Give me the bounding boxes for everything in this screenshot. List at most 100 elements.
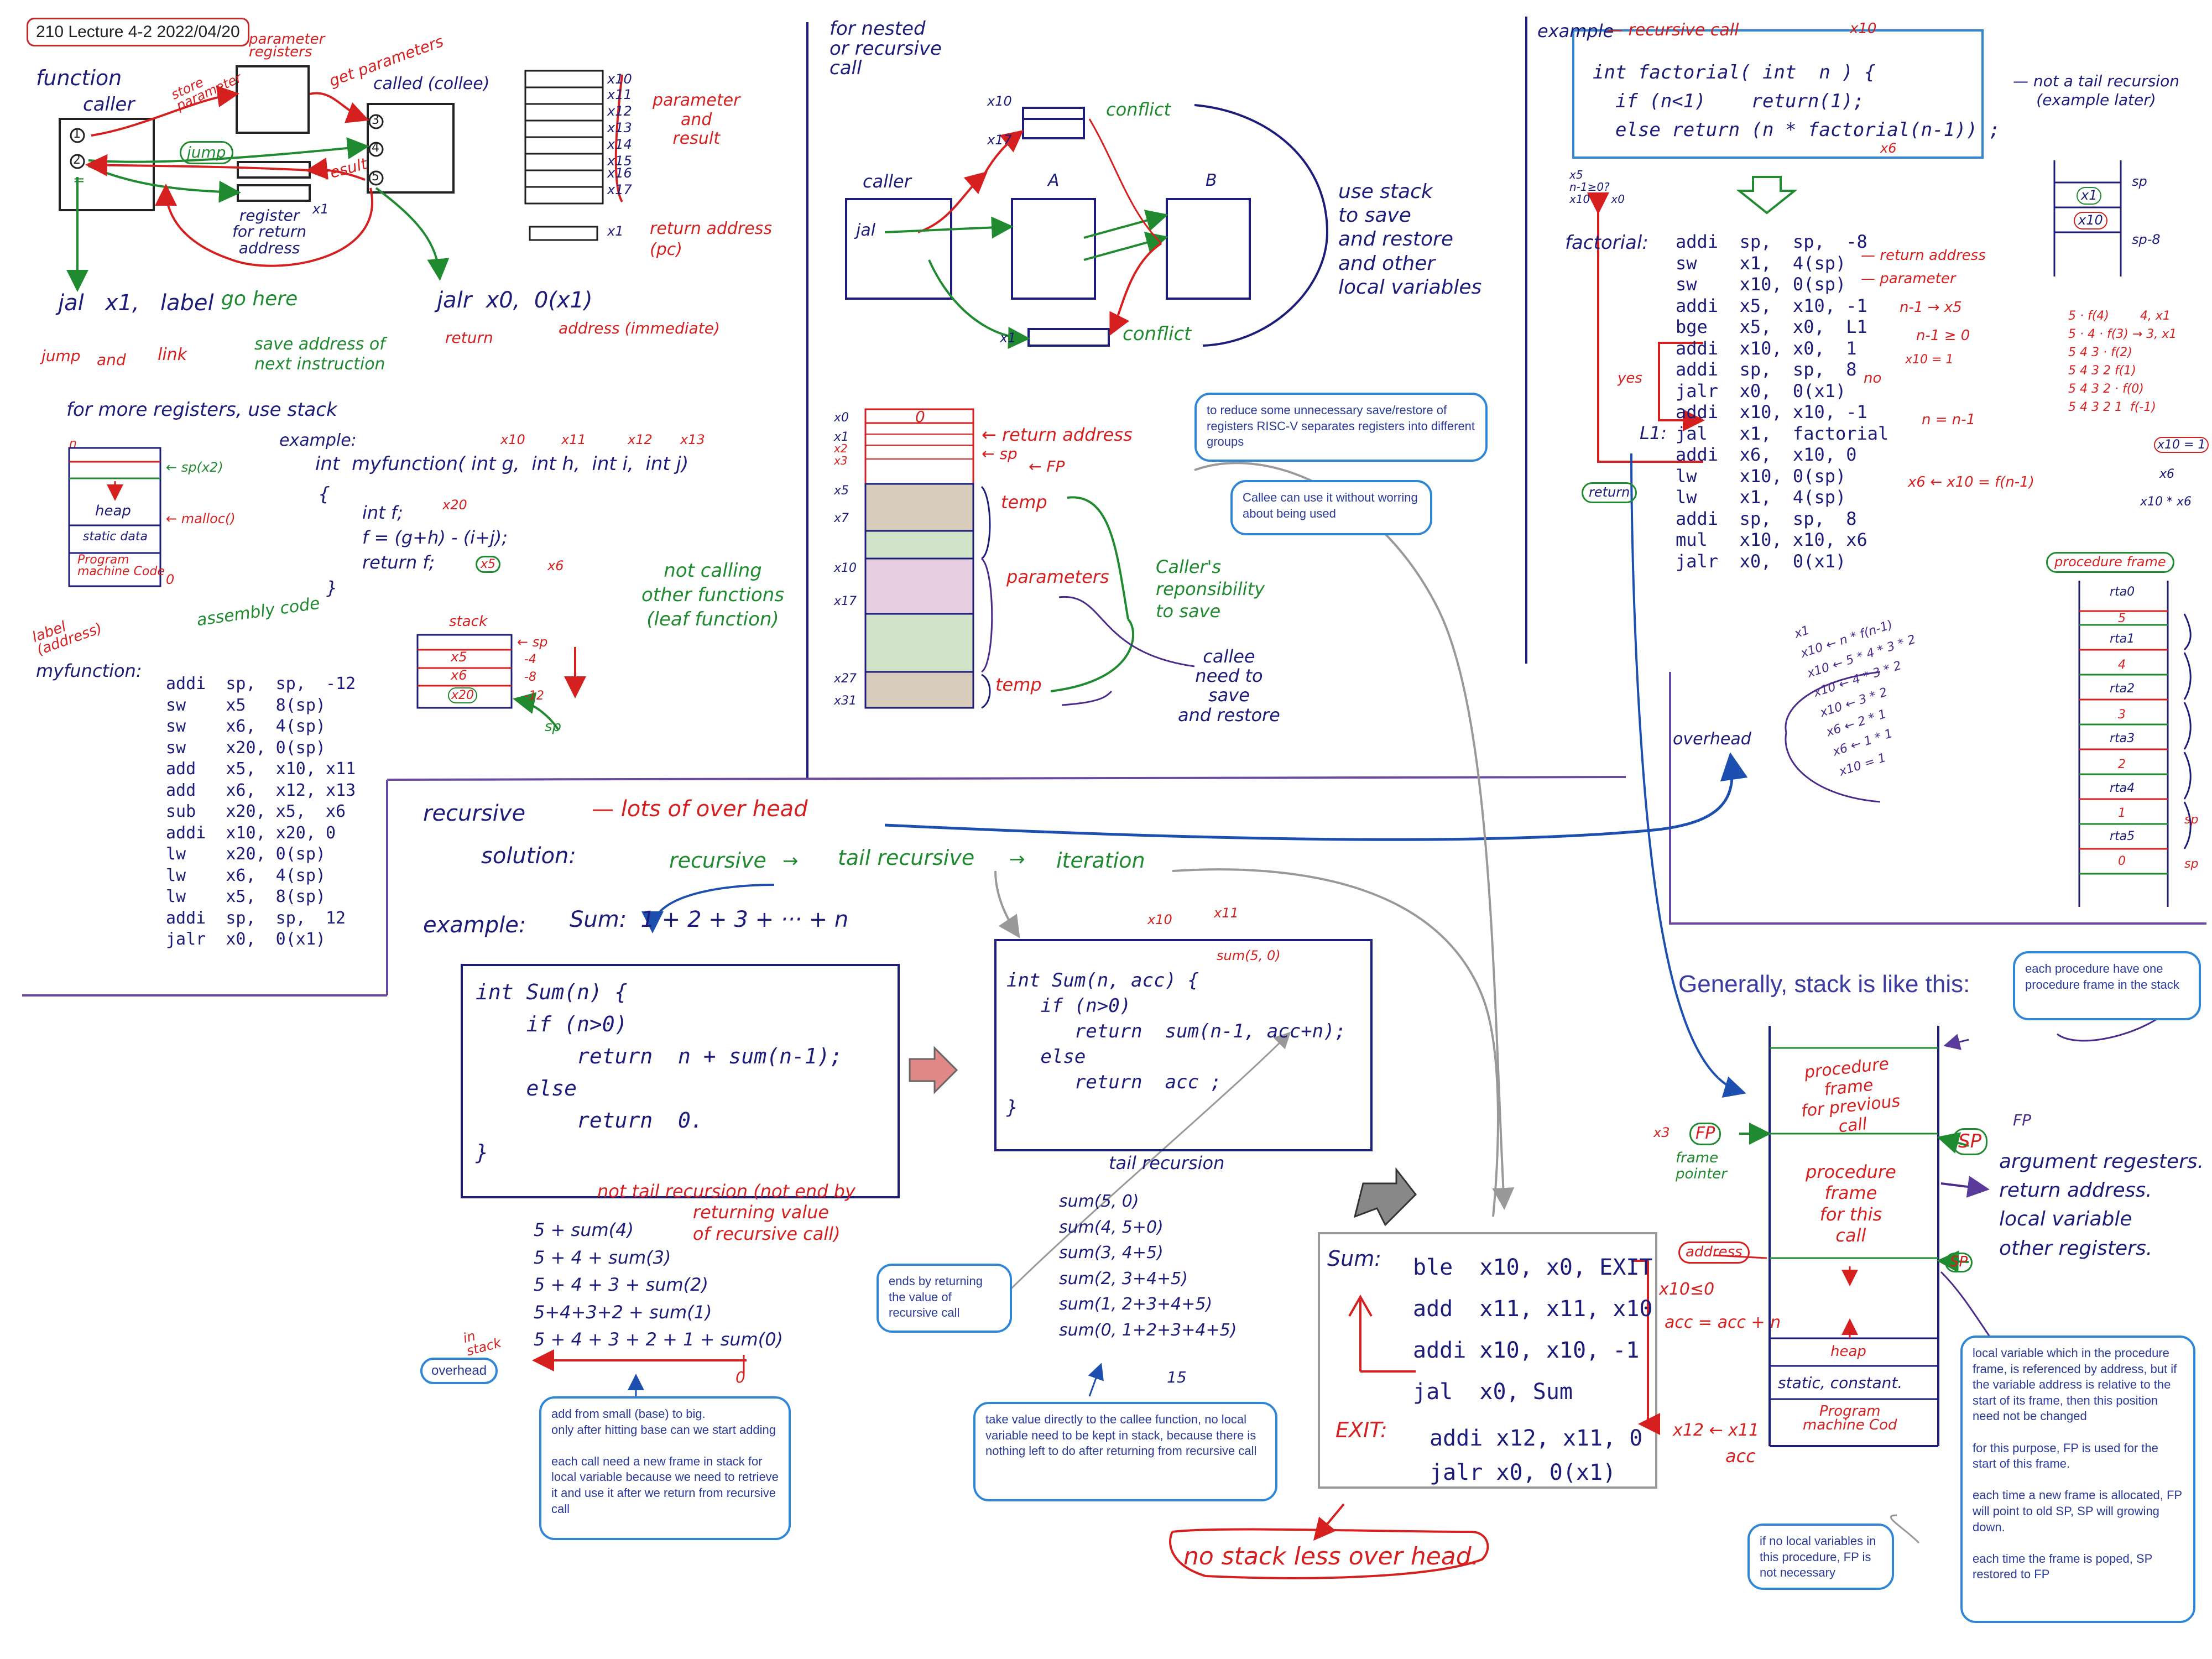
ann-x10-1: x10 = 1	[1905, 353, 1954, 367]
conflict-top: conflict	[1106, 99, 1171, 120]
return-address-pc: return address (pc)	[650, 219, 772, 259]
ann-n-n1: n = n-1	[1922, 411, 1976, 428]
frame-2: 2	[2118, 758, 2126, 771]
solution-iteration: iteration	[1056, 848, 1145, 873]
solution-recursive: recursive	[669, 848, 766, 873]
function-label: function	[36, 66, 122, 90]
small-stack	[416, 634, 513, 709]
stack-offset-sp: ← sp	[517, 634, 548, 650]
nested-x17: x17	[987, 132, 1012, 148]
callee-mark-3: 3	[372, 113, 379, 127]
exit-asm: addi x12, x11, 0 jalr x0, 0(x1)	[1430, 1426, 1643, 1485]
return-marker: return	[1582, 482, 1637, 503]
x6-mark: x6	[547, 558, 564, 573]
reg-x13: x13	[607, 120, 632, 135]
sum-tail-trace: sum(5, 0) sum(4, 5+0) sum(3, 4+5) sum(2,…	[1059, 1192, 1237, 1340]
overhead-badge: overhead	[420, 1358, 498, 1384]
factorial-c-code: int factorial( int n ) { if (n<1) return…	[1593, 61, 2000, 141]
x12-x11: x12 ← x11	[1673, 1421, 1760, 1440]
x10-eq-1-mark: x10 = 1	[2154, 437, 2209, 453]
program-machine-code: Program machine Cod	[1803, 1403, 1897, 1433]
procedure-frame-label: procedure frame	[2046, 552, 2174, 573]
save-address-label: save address of next instruction	[254, 335, 385, 374]
factorial-l1-label: L1:	[1640, 422, 1667, 444]
callee-mark-4: 4	[372, 141, 379, 155]
myfunction-asm: addi sp, sp, -12 sw x5 8(sp) sw x6, 4(sp…	[166, 674, 356, 949]
note-take-value: take value directly to the callee functi…	[973, 1402, 1277, 1501]
frame-rta4: rta4	[2110, 781, 2135, 795]
sum-result-15: 15	[1167, 1368, 1187, 1386]
tail-recursion-label: tail recursion	[1109, 1152, 1225, 1173]
example-sum-label: example:	[423, 912, 526, 938]
stack-reg-x6: x6	[451, 667, 467, 683]
callee-save-note: callee need to save and restore	[1178, 646, 1280, 726]
nested-b-label: B	[1206, 171, 1217, 190]
more-registers-label: for more registers, use stack	[66, 399, 337, 421]
reg-x11: x11	[607, 87, 632, 102]
tail-sum-code-box	[994, 939, 1373, 1151]
x1-label: x1	[312, 201, 329, 217]
solution-arrow-1: →	[782, 850, 799, 872]
stack-reg-x5: x5	[451, 649, 467, 665]
sp-right-label: SP	[1952, 1128, 1988, 1156]
mem-zero: 0	[166, 572, 175, 587]
reg-x17: x17	[607, 182, 632, 197]
regs-x5: x5	[834, 484, 849, 498]
arg-x10: x10	[500, 432, 525, 447]
param-result-label: parameter and result	[653, 91, 740, 148]
recursive-call-label: — recursive call	[1606, 20, 1739, 40]
acc-label: acc	[1725, 1446, 1756, 1467]
caller-mark-3: =	[73, 172, 85, 189]
conflict-bottom: conflict	[1123, 323, 1192, 345]
regs-return-address: ← return address	[982, 424, 1133, 445]
myfunction-signature: int myfunction( int g, int h, int i, int…	[315, 453, 689, 475]
factorial-stack-small	[2053, 160, 2122, 276]
regs-zero-value: 0	[915, 408, 925, 426]
regs-x17: x17	[834, 594, 857, 608]
address-label: address	[1678, 1241, 1750, 1264]
note-local-variable: local variable which in the procedure fr…	[1960, 1335, 2195, 1623]
lecture-title: 210 Lecture 4-2 2022/04/20	[27, 18, 249, 46]
note-callee-use: Callee can use it without worring about …	[1230, 480, 1432, 535]
stack-sp-label: sp	[545, 718, 562, 735]
regs-x7: x7	[834, 512, 849, 525]
stack-offset-12: -12	[524, 689, 544, 703]
nested-call-title: for nested or recursive call	[830, 18, 942, 80]
jump-label: jump	[180, 141, 233, 165]
x1-return-reg: x1	[607, 223, 624, 239]
frame-4: 4	[2118, 658, 2126, 672]
myfunction-asm-label: myfunction:	[36, 660, 142, 681]
regs-parameters: parameters	[1006, 566, 1109, 587]
arg-x12: x12	[628, 432, 653, 447]
yes-label: yes	[1618, 370, 1642, 387]
x10-le-0: x10≤0	[1659, 1280, 1715, 1299]
x5-mark: x5	[476, 556, 501, 573]
regs-x0: x0	[834, 411, 849, 425]
sp-small-label: SP	[1945, 1253, 1973, 1272]
sum-base-zero: 0	[735, 1368, 745, 1386]
heap-label: heap	[95, 503, 131, 519]
sum-tail-code: int Sum(n, acc) { if (n>0) return sum(n-…	[1006, 969, 1347, 1119]
ann-return-address: — return address	[1861, 247, 1986, 264]
factorial-branch-tree: x5 n-1≥0? x10 x0	[1569, 168, 1625, 206]
regs-temp-2: temp	[995, 674, 1042, 695]
caller-box	[59, 118, 155, 211]
regs-x1: x1	[834, 430, 849, 444]
sum-asm: ble x10, x0, EXIT add x11, x11, x10 addi…	[1413, 1255, 1653, 1405]
sum-asm-label: Sum:	[1327, 1246, 1382, 1271]
tail-x11-mark: x11	[1214, 905, 1239, 921]
caller-mark-2: 2	[73, 153, 81, 167]
reg-x15: x15	[607, 153, 632, 169]
callers-responsibility: Caller's reponsibility to save	[1156, 556, 1265, 622]
jalr-instruction: jalr x0, 0(x1)	[437, 288, 593, 313]
not-tail-recursion-label: not tail recursion (not end by returning…	[597, 1181, 855, 1244]
caller-mark-1: 1	[73, 127, 81, 141]
jal-instruction: jal x1, label	[58, 290, 214, 316]
ann-x6-x10: x6 ← x10 = f(n-1)	[1908, 474, 2034, 491]
small-stack-x10: x10	[2074, 212, 2107, 229]
no-label: no	[1864, 370, 1882, 387]
note-each-procedure: each procedure have one procedure frame …	[2013, 951, 2201, 1020]
regs-x10: x10	[834, 561, 857, 575]
not-tail-recursion-note: — not a tail recursion (example later)	[2013, 72, 2179, 109]
memory-layout	[68, 447, 161, 587]
